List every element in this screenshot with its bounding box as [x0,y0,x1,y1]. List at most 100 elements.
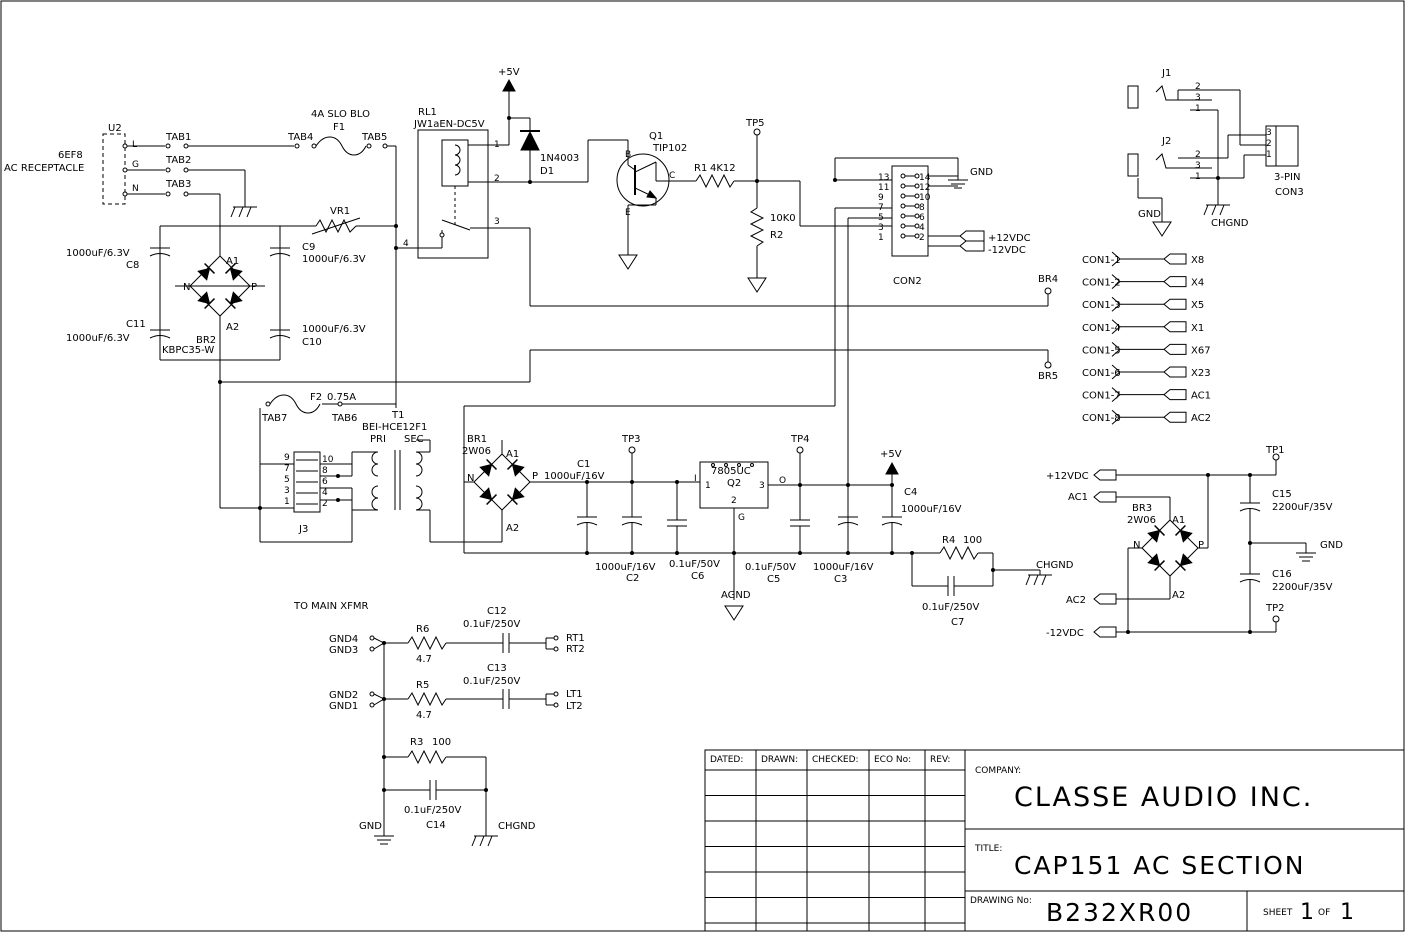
c15-ref: C15 [1272,489,1292,500]
to-main-xfmr: TO MAIN XFMR [293,601,368,612]
plus5v-mid-label: +5V [880,449,902,460]
j3-pin-left: 7 [284,464,290,474]
con3-pin3: 3 [1266,128,1272,138]
d1-ref: D1 [540,166,554,177]
tab1-label: TAB1 [165,132,191,143]
c13-value: 0.1uF/250V [463,676,520,687]
c10-ref: C10 [302,337,322,348]
br1-a2: A2 [506,523,519,534]
rl1-pin4: 4 [403,239,409,249]
br3-p: P [1198,540,1204,551]
con2-pin-right: 14 [919,173,931,183]
bridge-br1: BR1 2W06 A1 A2 N P [430,405,835,553]
q1-pin-c: C [669,171,675,181]
c1-value: 1000uF/16V [544,471,605,482]
con3-part: 3-PIN [1274,172,1300,183]
con1-net-label: AC1 [1191,391,1211,402]
vr1-label: VR1 [330,206,350,217]
ac2-label: AC2 [1066,595,1086,606]
relay-rl1: RL1 JW1aEN-DC5V 1 2 3 4 [394,107,500,259]
u2-desc: AC RECEPTACLE [4,163,84,174]
br2-p: P [251,282,257,293]
con1-pin-label: CON1-3 [1082,300,1121,311]
j1-pin1: 1 [1195,104,1201,114]
tb-head-dated: DATED: [710,755,743,765]
br1-a1: A1 [506,449,519,460]
ac1-label: AC1 [1068,492,1088,503]
plus5v-arrow-top [502,78,516,92]
tb-drawing-label: DRAWING No: [970,896,1032,906]
c8-value: 1000uF/6.3V [66,248,130,259]
q2-pin1: 1 [705,481,711,491]
con1-net-label: X67 [1191,345,1211,356]
t1-part: BEI-HCE12F1 [362,422,427,433]
diode-d1: +5V 1N4003 D1 [488,67,628,184]
con2-pin-left: 1 [878,233,884,243]
gnd2-label: GND2 [329,690,358,701]
con2-pin-left: 13 [878,173,889,183]
br3-ref: BR3 [1132,503,1152,514]
c8-ref: C8 [126,260,139,271]
j3-pin-right: 2 [322,499,328,509]
j2-pin1: 1 [1195,172,1201,182]
r1-ref: R1 [694,163,707,174]
con2-pin-left: 3 [878,223,884,233]
con1-pin-label: CON1-8 [1082,413,1121,424]
j1-pin3: 3 [1195,93,1201,103]
gnd4-label: GND4 [329,634,358,645]
c5-ref: C5 [767,574,780,585]
con2-ref: CON2 [893,276,922,287]
con1-pin-label: CON1-1 [1082,255,1121,266]
line-ground-path: TAB2 [127,155,258,218]
q1-part: TIP102 [652,143,687,154]
con2-pin-right: 8 [919,203,925,213]
con2-pin-right: 6 [919,213,925,223]
m12vdc-label: -12VDC [1046,628,1084,639]
con1-pin-label: CON1-2 [1082,278,1121,289]
resistor-r1-r2: R1 4K12 TP5 10K0 R2 [694,118,880,293]
j3-pin-left: 1 [284,497,290,507]
chgnd-mid-label: CHGND [1036,560,1074,571]
c1-ref: C1 [577,459,590,470]
j1-ref: J1 [1161,68,1171,79]
con1-net-label: X23 [1191,368,1211,379]
jacks-j1-j2-con3: J1 2 3 1 J2 2 3 1 3 2 1 3-PIN CON3 GND C… [1127,68,1304,237]
tb-sheet-label: SHEET [1263,908,1293,918]
bridge-br2: A1 A2 N P BR2 KBPC35-W 1000uF/6.3V C8 C9… [66,226,366,508]
br5-label: BR5 [1038,371,1058,382]
line-live-path: TAB1 TAB4 TAB5 4A SLO BLO F1 [127,109,397,408]
gnd3-label: GND3 [329,645,358,656]
c3-value: 1000uF/16V [813,562,874,573]
br1-part: 2W06 [462,446,491,457]
chgnd-j-label: CHGND [1211,218,1249,229]
j2-ref: J2 [1161,136,1171,147]
p12vdc-label: +12VDC [1046,471,1089,482]
j3-pin-left: 5 [284,475,290,485]
j3-pin-left: 9 [284,453,290,463]
tab7-label: TAB7 [261,413,287,424]
c11-value: 1000uF/6.3V [66,333,130,344]
tb-head-rev: REV: [930,755,950,765]
tb-head-drawn: DRAWN: [761,755,798,765]
tp5-label: TP5 [745,118,765,129]
j1-pin2: 2 [1195,82,1201,92]
q1-ref: Q1 [649,131,663,142]
transistor-q1: Q1 TIP102 B C E [616,131,696,270]
r5-value: 4.7 [416,710,432,721]
con1-pin-label: CON1-4 [1082,323,1121,334]
f1-ref: F1 [333,122,345,133]
t1-pri: PRI [370,434,386,445]
c4-ref: C4 [904,487,917,498]
br1-p: P [532,471,538,482]
con1-pin-label: CON1-7 [1082,391,1121,402]
j2-pin3: 3 [1195,161,1201,171]
tp4-label: TP4 [790,434,810,445]
rt2-label: RT2 [566,644,585,655]
tab5-label: TAB5 [361,132,387,143]
tab4-label: TAB4 [287,132,313,143]
c16-ref: C16 [1272,569,1292,580]
c9-value: 1000uF/6.3V [302,254,366,265]
c6-value: 0.1uF/50V [669,559,720,570]
chgnd-b-label: CHGND [498,821,536,832]
